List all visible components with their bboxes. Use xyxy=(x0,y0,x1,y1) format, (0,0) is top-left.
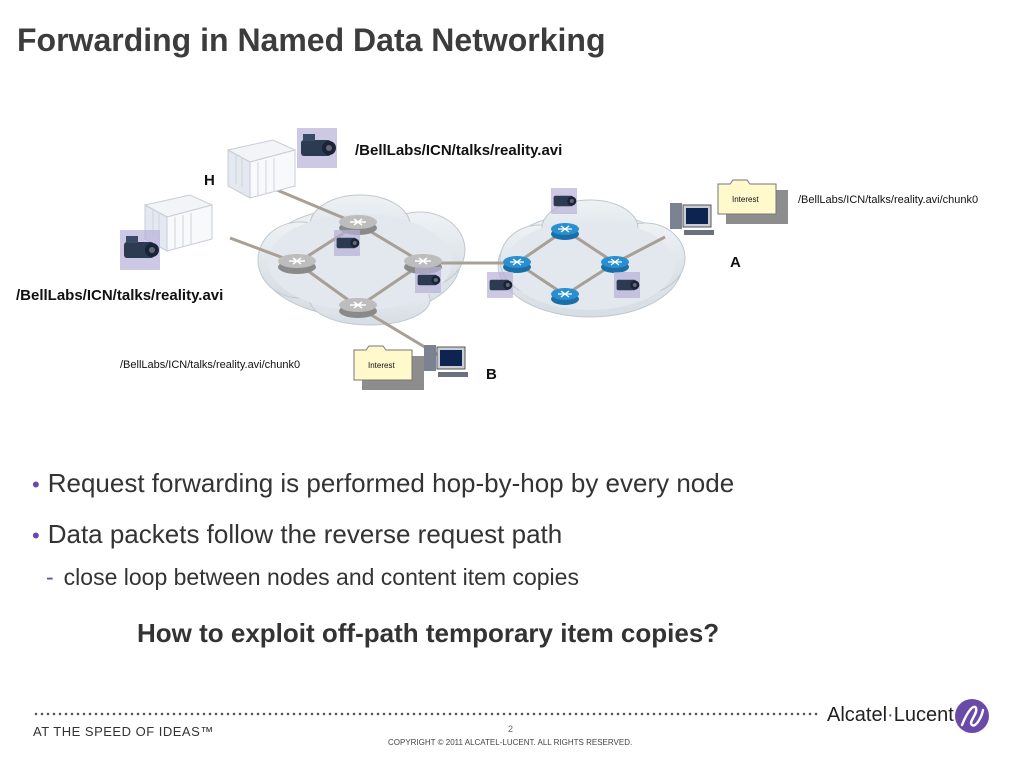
router-blue-bottom xyxy=(551,288,579,305)
brand-right: Lucent xyxy=(893,704,954,726)
router-gray-bottom xyxy=(339,298,377,318)
bullet-item: •Request forwarding is performed hop-by-… xyxy=(32,468,735,498)
chunk-A-label: /BellLabs/ICN/talks/reality.avi/chunk0 xyxy=(798,194,979,206)
camera-icon xyxy=(487,272,513,298)
bullet-text: Data packets follow the reverse request … xyxy=(47,519,563,549)
footer-divider xyxy=(33,712,818,716)
node-A-label: A xyxy=(730,254,741,271)
slide-title: Forwarding in Named Data Networking xyxy=(17,22,606,58)
camera-icon xyxy=(120,230,160,270)
camera-icon xyxy=(334,230,360,256)
computer-A-icon xyxy=(670,203,714,235)
node-H-label: H xyxy=(204,172,215,189)
sub-bullet-item: -close loop between nodes and content it… xyxy=(46,564,579,590)
footer-tagline: AT THE SPEED OF IDEAS™ xyxy=(33,724,214,739)
network-diagram: /BellLabs/ICN/talks/reality.avi H /BellL… xyxy=(0,110,1024,410)
camera-icon xyxy=(614,272,640,298)
copyright-notice: COPYRIGHT © 2011 ALCATEL-LUCENT. ALL RIG… xyxy=(388,738,633,747)
sub-bullet-text: close loop between nodes and content ite… xyxy=(63,564,579,590)
brand-separator: · xyxy=(887,704,894,726)
router-blue-left xyxy=(503,256,531,273)
interest-packet-B xyxy=(353,345,424,390)
bullet-list: •Request forwarding is performed hop-by-… xyxy=(32,468,734,591)
top-server-label: /BellLabs/ICN/talks/reality.avi xyxy=(355,142,563,159)
computer-B-icon xyxy=(424,345,468,377)
brand-left: Alcatel xyxy=(827,704,888,726)
chunk-B-label: /BellLabs/ICN/talks/reality.avi/chunk0 xyxy=(120,359,301,371)
node-B-label: B xyxy=(486,366,497,383)
bullet-text: Request forwarding is performed hop-by-h… xyxy=(47,468,735,498)
camera-icon xyxy=(551,188,577,214)
camera-icon xyxy=(415,267,441,293)
key-question: How to exploit off-path temporary item c… xyxy=(137,618,720,648)
interest-A-label: Interest xyxy=(732,195,759,204)
server-top-icon xyxy=(226,139,297,199)
interest-packet-A xyxy=(717,179,788,224)
router-blue-right xyxy=(601,256,629,273)
brand-wordmark: Alcatel·Lucent xyxy=(827,704,954,727)
interest-B-label: Interest xyxy=(368,361,395,370)
network-diagram-svg xyxy=(120,128,788,390)
page-number: 2 xyxy=(508,724,514,734)
router-blue-top xyxy=(551,223,579,240)
alcatel-lucent-logo-icon xyxy=(955,699,989,733)
camera-icon xyxy=(297,128,337,168)
router-gray-left xyxy=(278,254,316,274)
bullet-item: •Data packets follow the reverse request… xyxy=(32,519,563,549)
left-server-label: /BellLabs/ICN/talks/reality.avi xyxy=(16,287,224,304)
